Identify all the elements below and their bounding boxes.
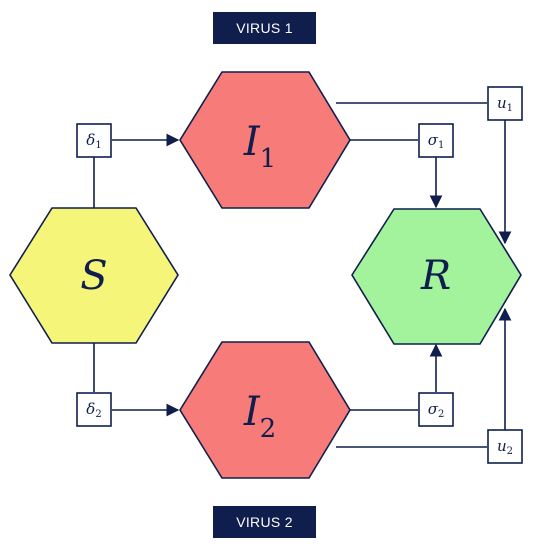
node-r: R [351, 208, 522, 345]
sigma2-label: σ2 [428, 400, 445, 420]
i1-label: I1 [243, 119, 276, 174]
param-u1: u1 [487, 86, 523, 121]
param-sigma1: σ1 [418, 123, 454, 158]
node-i1: I1 [179, 71, 351, 209]
virus2-banner: VIRUS 2 [213, 506, 316, 538]
delta1-label: δ1 [86, 131, 101, 151]
u1-label: u1 [497, 94, 513, 114]
delta2-box [76, 392, 112, 427]
virus2-label: VIRUS 2 [236, 514, 293, 530]
virus1-banner: VIRUS 1 [213, 12, 316, 44]
u2-box [487, 429, 523, 464]
param-delta1: δ1 [76, 123, 112, 158]
sigma2-box [418, 392, 454, 427]
param-u2: u2 [487, 429, 523, 464]
sigma1-box [418, 123, 454, 158]
r-hexagon [351, 208, 522, 345]
i1-hexagon [179, 71, 351, 209]
param-sigma2: σ2 [418, 392, 454, 427]
param-delta2: δ2 [76, 392, 112, 427]
virus1-label: VIRUS 1 [236, 20, 293, 36]
i2-hexagon [179, 341, 351, 479]
r-label: R [420, 253, 451, 299]
node-s: S [9, 207, 179, 344]
s-label: S [80, 253, 107, 299]
s-hexagon [9, 207, 179, 344]
node-i2: I2 [179, 341, 351, 479]
sigma1-label: σ1 [428, 131, 445, 151]
delta1-box [76, 123, 112, 158]
i2-label: I2 [243, 389, 276, 444]
u2-label: u2 [497, 437, 513, 457]
delta2-label: δ2 [86, 400, 101, 420]
u1-box [487, 86, 523, 121]
